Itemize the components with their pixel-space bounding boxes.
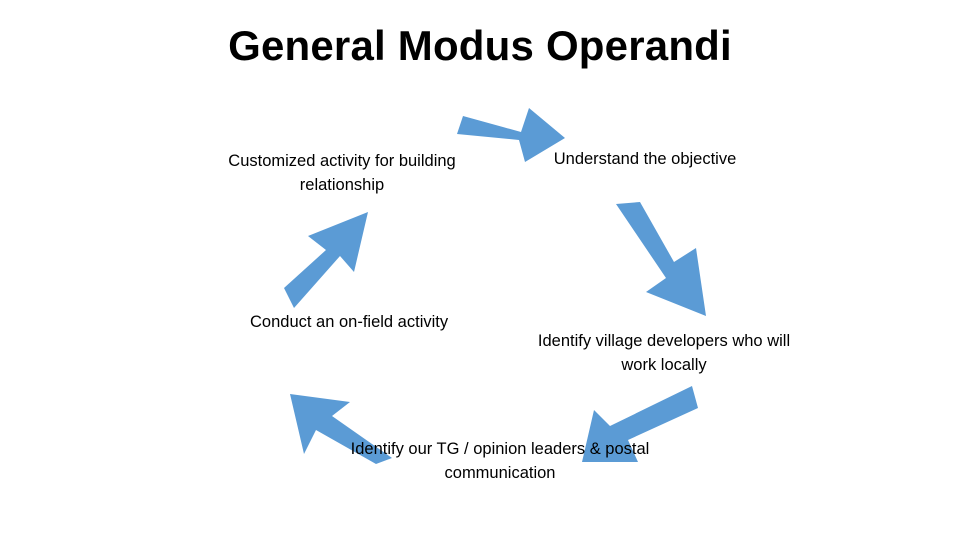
page-title: General Modus Operandi [228,22,732,69]
cycle-node-conduct-onfield-activity: Conduct an on-field activity [250,313,449,331]
arrow-left-icon [282,210,372,315]
cycle-node-identify-tg-opinion-leaders: Identify our TG / opinion leaders & post… [350,440,650,482]
cycle-node-understand-objective: Understand the objective [553,150,737,168]
cycle-node-identify-village-developers: Identify village developers who will wor… [537,332,791,374]
cycle-node-customized-activity: Customized activity for building relatio… [228,152,456,194]
arrow-bottom-right-icon [580,382,700,472]
arrow-right-icon [610,200,720,325]
arrow-top-icon [455,104,570,164]
arrow-bottom-left-icon [288,372,398,467]
